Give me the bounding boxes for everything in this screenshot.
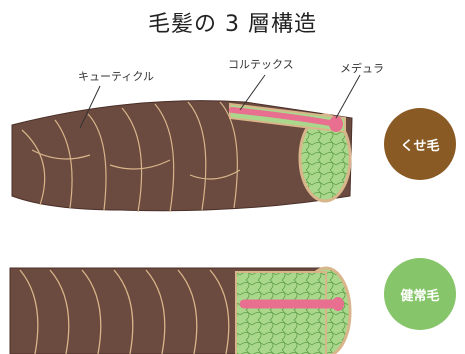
cuticle-leader-line (79, 85, 101, 129)
diagram-title: 毛髪の 3 層構造 (148, 12, 317, 37)
cuticle-label: キューティクル (78, 70, 155, 83)
medulla-label: メデュラ (340, 62, 384, 75)
healthy-hair-shaft (9, 266, 352, 354)
cortex-leader-line (239, 74, 266, 111)
healthy-hair-badge: 健常毛 (384, 258, 456, 330)
medulla-leader-line (335, 74, 361, 119)
curly-hair-shaft (11, 100, 353, 213)
curly-hair-badge: くせ毛 (384, 108, 456, 180)
cortex-label: コルテックス (228, 58, 294, 71)
